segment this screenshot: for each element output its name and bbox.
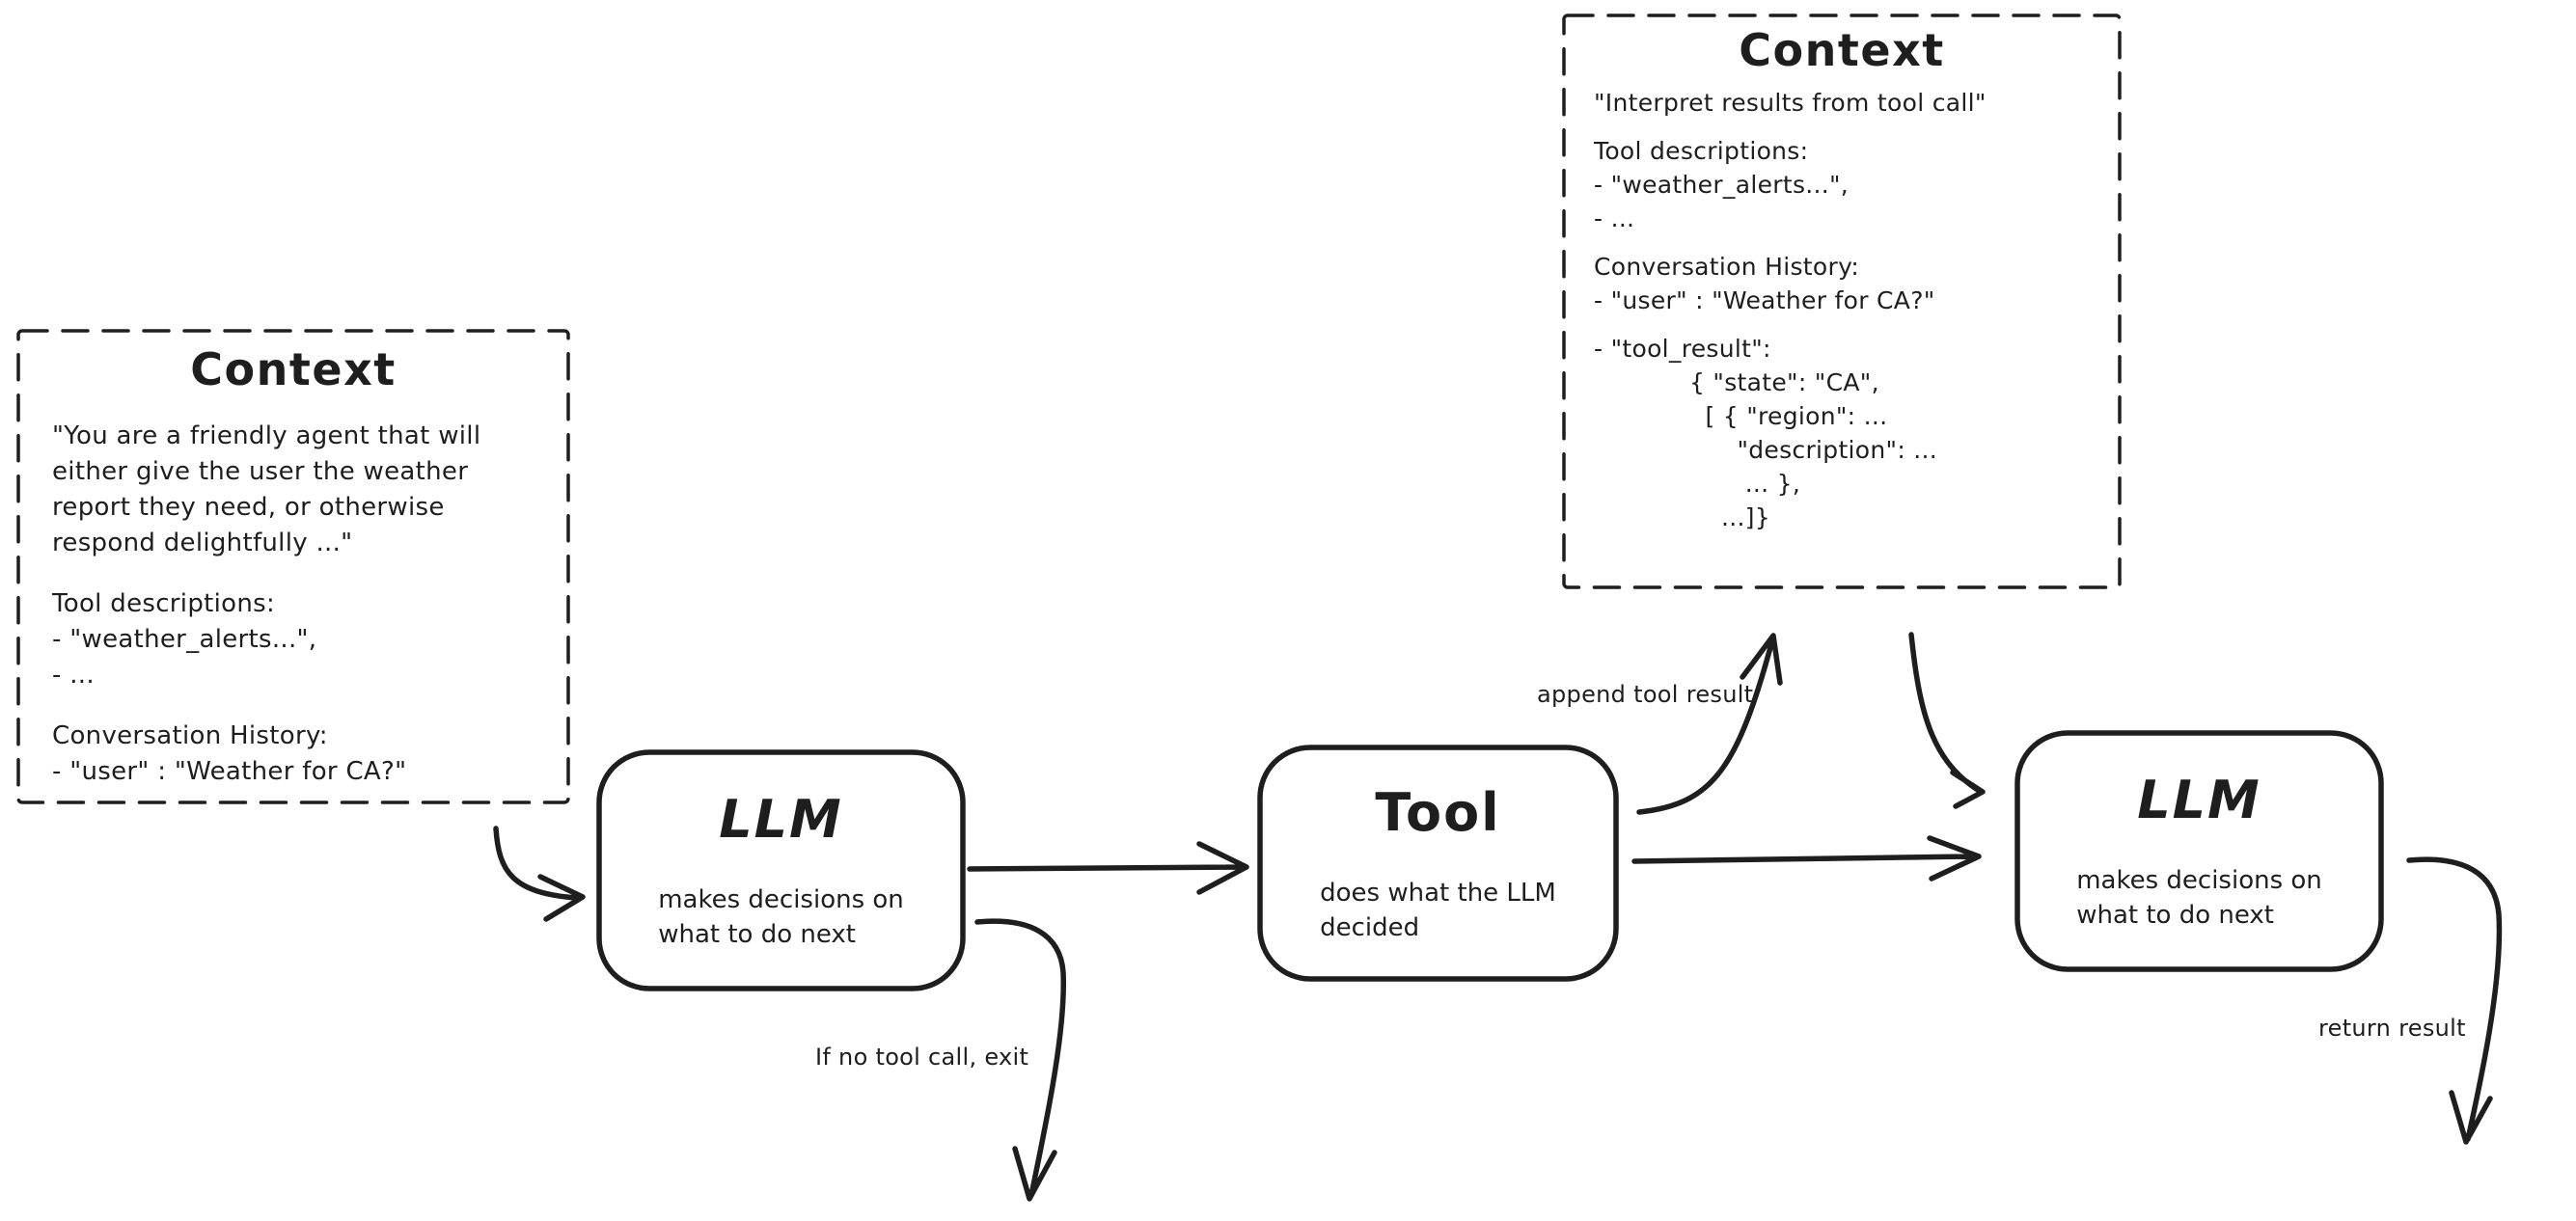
context-after-tool-system-prompt: "Interpret results from tool call"	[1594, 89, 1987, 117]
tool-node-border	[1257, 745, 1619, 982]
arrow-exit-if-no-tool-call	[974, 918, 1067, 1202]
context-after-tool-tool-result: - "tool_result": { "state": "CA", [ { "r…	[1594, 335, 1938, 531]
arrow-first-llm-to-tool	[967, 841, 1249, 895]
context-after-tool-tool-descriptions: Tool descriptions: - "weather_alerts..."…	[1594, 137, 1850, 232]
arrow-tool-to-second-llm	[1631, 835, 1982, 882]
arrow-context-to-second-llm	[1908, 632, 1986, 809]
llm-node-second: LLM makes decisions on what to do next	[2017, 733, 2381, 969]
llm-node-first-border	[596, 749, 966, 991]
llm-node-first: LLM makes decisions on what to do next	[599, 752, 963, 989]
context-after-tool-title: Context	[1739, 24, 1945, 76]
context-after-tool: Context "Interpret results from tool cal…	[1563, 14, 2121, 588]
llm-node-first-description: makes decisions on what to do next	[658, 885, 904, 949]
arrow-context-to-first-llm	[493, 826, 586, 922]
llm-node-first-title: LLM	[719, 789, 843, 850]
arrow-tool-to-context	[1636, 633, 1783, 815]
context-initial-conversation-history: Conversation History: - "user" : "Weathe…	[52, 721, 407, 786]
context-after-tool-conversation-history: Conversation History: - "user" : "Weathe…	[1594, 253, 1935, 314]
context-box-after-tool-border	[1562, 14, 2122, 589]
llm-node-second-title: LLM	[2137, 770, 2261, 830]
tool-node: Tool does what the LLM decided	[1260, 747, 1616, 979]
context-initial-system-prompt: "You are a friendly agent that will eith…	[52, 421, 481, 557]
context-initial-title: Context	[190, 343, 397, 395]
tool-node-description: does what the LLM decided	[1320, 878, 1556, 942]
llm-node-second-border	[2014, 730, 2384, 972]
context-initial: Context "You are a friendly agent that w…	[17, 330, 569, 803]
edge-label-append-tool-result: append tool result	[1537, 681, 1754, 708]
context-initial-tool-descriptions: Tool descriptions: - "weather_alerts..."…	[52, 589, 317, 690]
arrow-return-result	[2406, 856, 2503, 1145]
edge-label-return-result: return result	[2318, 1015, 2466, 1042]
tool-node-title: Tool	[1375, 781, 1501, 843]
context-box-initial-border	[16, 329, 570, 804]
edge-label-exit: If no tool call, exit	[815, 1044, 1029, 1071]
llm-node-second-description: makes decisions on what to do next	[2076, 866, 2322, 930]
